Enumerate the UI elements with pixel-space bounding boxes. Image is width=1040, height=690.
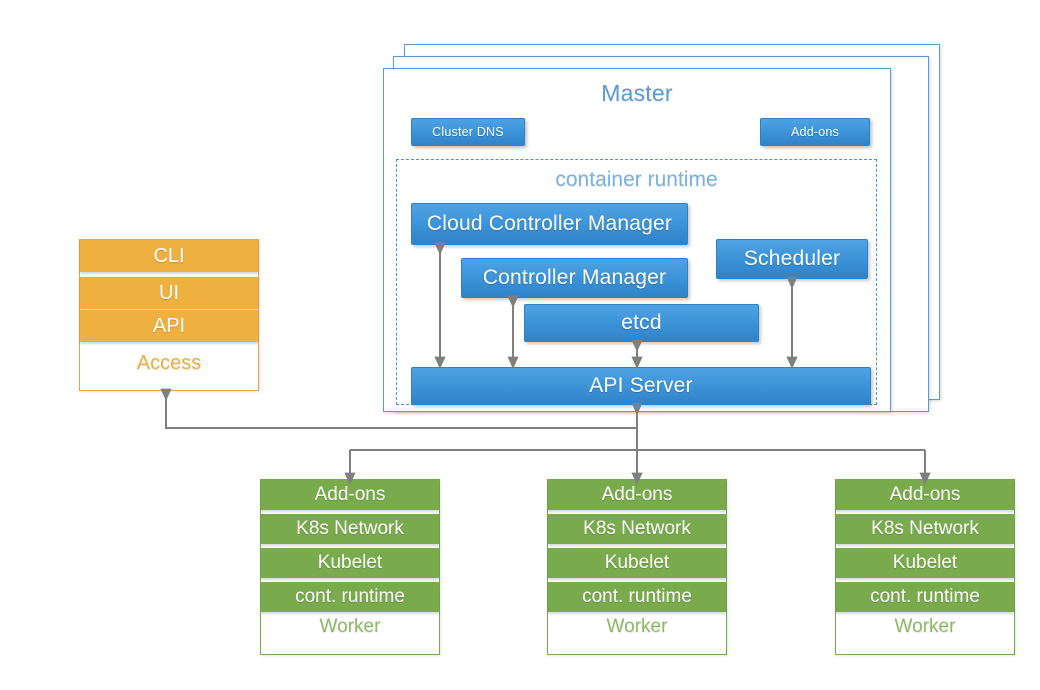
- etcd-box[interactable]: etcd: [524, 304, 759, 342]
- container-runtime-title: container runtime: [555, 168, 718, 191]
- worker-3-layer-k8s-network[interactable]: K8s Network: [836, 514, 1014, 544]
- master-addons-box[interactable]: Add-ons: [760, 118, 870, 146]
- worker-1-layer-kubelet[interactable]: Kubelet: [261, 548, 439, 578]
- worker-3-layer-addons[interactable]: Add-ons: [836, 480, 1014, 510]
- api-server-box[interactable]: API Server: [411, 367, 871, 405]
- cloud-controller-manager-box[interactable]: Cloud Controller Manager: [411, 203, 688, 245]
- worker-1-label: Worker: [319, 616, 381, 637]
- worker-2-layer-kubelet[interactable]: Kubelet: [548, 548, 726, 578]
- worker-1-layer-addons[interactable]: Add-ons: [261, 480, 439, 510]
- worker-2-label: Worker: [606, 616, 668, 637]
- worker-2-layer-cont-runtime[interactable]: cont. runtime: [548, 582, 726, 612]
- master-title: Master: [601, 80, 673, 106]
- worker-3-label: Worker: [894, 616, 956, 637]
- worker-1-layer-cont-runtime[interactable]: cont. runtime: [261, 582, 439, 612]
- cluster-dns-box[interactable]: Cluster DNS: [411, 118, 525, 146]
- access-layer-api[interactable]: API: [80, 310, 258, 342]
- access-layer-cli[interactable]: CLI: [80, 240, 258, 272]
- worker-2-layer-addons[interactable]: Add-ons: [548, 480, 726, 510]
- worker-3-layer-cont-runtime[interactable]: cont. runtime: [836, 582, 1014, 612]
- access-layer-ui[interactable]: UI: [80, 277, 258, 309]
- worker-3-layer-kubelet[interactable]: Kubelet: [836, 548, 1014, 578]
- access-label: Access: [136, 352, 202, 374]
- worker-1-layer-k8s-network[interactable]: K8s Network: [261, 514, 439, 544]
- scheduler-box[interactable]: Scheduler: [716, 239, 868, 279]
- worker-2-layer-k8s-network[interactable]: K8s Network: [548, 514, 726, 544]
- controller-manager-box[interactable]: Controller Manager: [461, 258, 688, 298]
